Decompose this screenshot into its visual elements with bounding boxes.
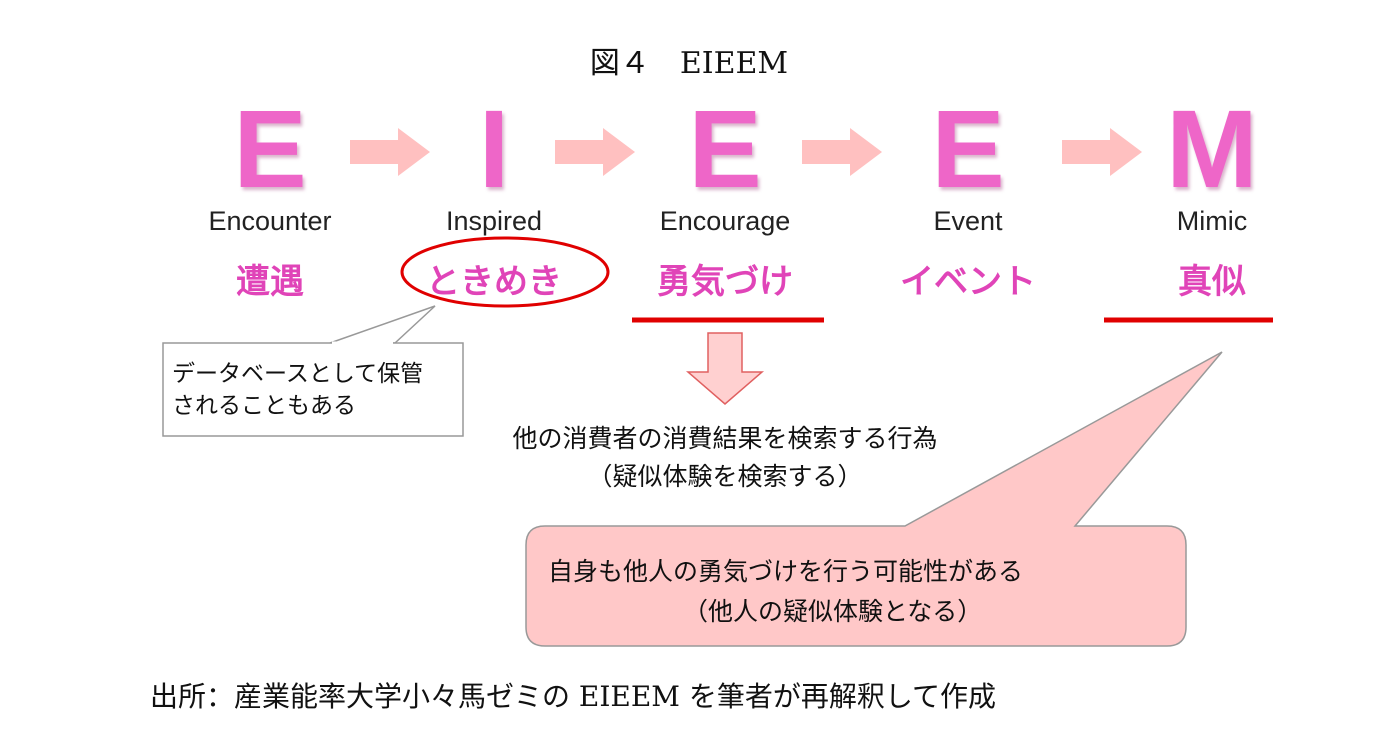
step-english: Mimic — [1176, 206, 1248, 236]
mimic-line: （他人の疑似体験となる） — [683, 597, 983, 626]
step-inspired: I Inspired ときめき — [374, 88, 614, 303]
highlight-ellipse — [400, 236, 610, 308]
figure-title: 図４ EIEEM — [589, 46, 789, 81]
step-event: E Event イベント — [848, 88, 1088, 303]
callout-line: されることもある — [172, 393, 356, 419]
arrow-right-2 — [555, 128, 635, 176]
arrow-right-3 — [802, 128, 882, 176]
step-english: Inspired — [445, 206, 543, 236]
step-japanese: ときめき — [426, 262, 562, 302]
step-encounter: E Encounter 遭遇 — [150, 88, 390, 303]
down-arrow — [685, 332, 765, 405]
arrow-right-4 — [1062, 128, 1142, 176]
step-letter: E — [931, 88, 1005, 211]
step-japanese: 勇気づけ — [657, 262, 793, 302]
step-mimic: M Mimic 真似 — [1092, 88, 1332, 303]
step-encourage: E Encourage 勇気づけ — [605, 88, 845, 303]
encourage-result-text: 他の消費者の消費結果を検索する行為 （疑似体験を検索する） — [460, 420, 990, 496]
source-note: 出所：産業能率大学小々馬ゼミの EIEEM を筆者が再解釈して作成 — [150, 680, 997, 713]
database-callout-text: データベースとして保管 されることもある — [172, 358, 423, 422]
step-english: Event — [933, 206, 1003, 236]
callout-line: データベースとして保管 — [172, 361, 424, 387]
step-letter: I — [478, 88, 510, 211]
step-letter: E — [233, 88, 307, 211]
mimic-callout-text: 自身も他人の勇気づけを行う可能性がある （他人の疑似体験となる） — [548, 552, 1168, 632]
step-japanese: 遭遇 — [236, 262, 304, 302]
step-japanese: 真似 — [1178, 262, 1246, 302]
arrow-right-1 — [350, 128, 430, 176]
step-letter: E — [688, 88, 762, 211]
step-letter: M — [1166, 88, 1258, 211]
step-japanese: イベント — [900, 262, 1036, 302]
mimic-callout-bubble — [525, 351, 1223, 647]
mimic-line: 自身も他人の勇気づけを行う可能性がある — [548, 557, 1024, 586]
result-line: （疑似体験を検索する） — [587, 462, 863, 491]
step-english: Encounter — [208, 206, 332, 236]
result-line: 他の消費者の消費結果を検索する行為 — [512, 424, 938, 453]
database-callout-box — [162, 342, 464, 437]
step-english: Encourage — [659, 206, 791, 236]
database-callout-pointer — [329, 305, 436, 344]
